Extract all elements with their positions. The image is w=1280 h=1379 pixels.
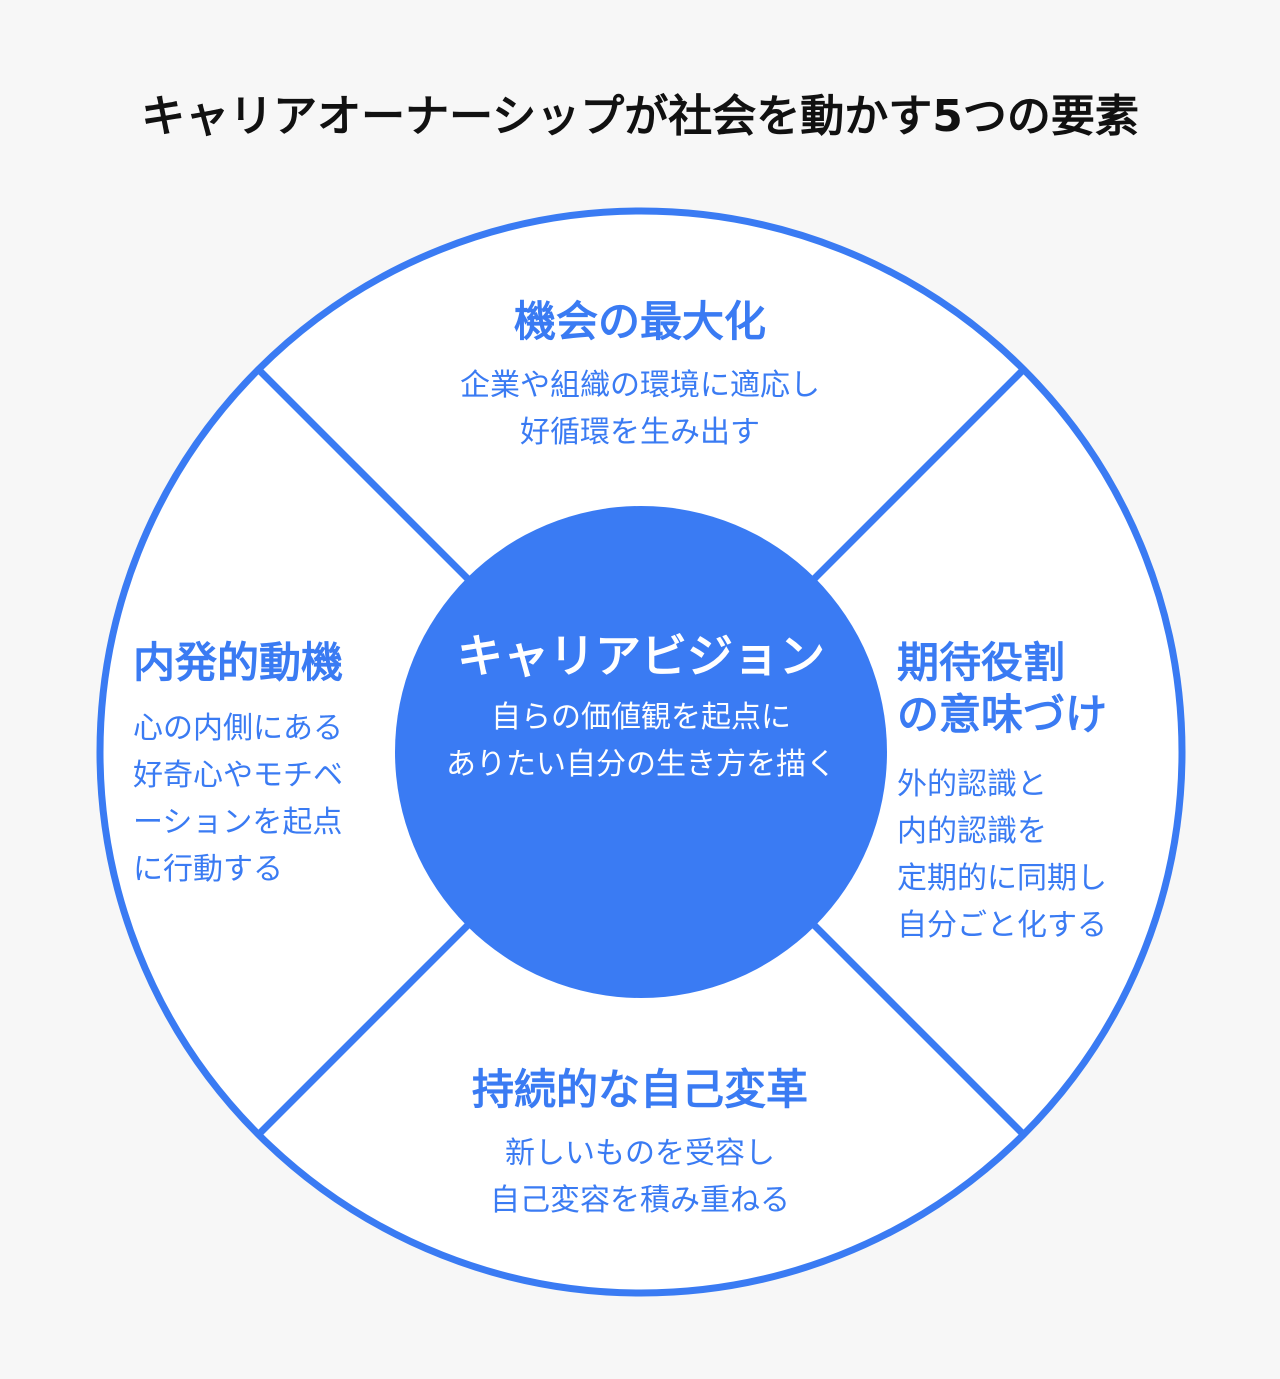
segment-left-line: 心の内側にある [133, 711, 343, 746]
segment-left-line: 好奇心やモチベ [133, 758, 343, 793]
segment-right-line: 定期的に同期し [897, 861, 1107, 896]
segment-bottom-line: 新しいものを受容し [505, 1136, 775, 1171]
segment-left-line: ーションを起点 [133, 805, 343, 840]
segment-right-line: 内的認識を [897, 814, 1047, 849]
diagram-title: キャリアオーナーシップが社会を動かす5つの要素 [141, 91, 1139, 142]
segment-top: 機会の最大化 企業や組織の環境に適応し 好循環を生み出す [340, 296, 940, 456]
segment-top-line: 企業や組織の環境に適応し [460, 368, 820, 403]
center-circle [395, 506, 887, 998]
segment-left: 内発的動機 心の内側にある 好奇心やモチベ ーションを起点 に行動する [133, 637, 393, 893]
center-line: 自らの価値観を起点に [491, 700, 791, 735]
segment-bottom: 持続的な自己変革 新しいものを受容し 自己変容を積み重ねる [340, 1064, 940, 1224]
segment-right: 期待役割 の意味づけ 外的認識と 内的認識を 定期的に同期し 自分ごと化する [897, 637, 1157, 949]
segment-bottom-line: 自己変容を積み重ねる [490, 1183, 790, 1218]
center-line: ありたい自分の生き方を描く [446, 747, 836, 782]
segment-right-heading: 期待役割 [897, 638, 1066, 687]
center-segment: キャリアビジョン 自らの価値観を起点に ありたい自分の生き方を描く [395, 630, 887, 788]
segment-right-line: 外的認識と [897, 767, 1047, 802]
segment-right-line: 自分ごと化する [897, 908, 1107, 943]
segment-bottom-heading: 持続的な自己変革 [471, 1065, 808, 1114]
segment-top-line: 好循環を生み出す [520, 415, 760, 450]
segment-top-heading: 機会の最大化 [513, 297, 766, 346]
segment-left-line: に行動する [133, 852, 283, 887]
center-heading: キャリアビジョン [457, 629, 825, 683]
segment-right-heading: の意味づけ [897, 690, 1108, 739]
segment-left-heading: 内発的動機 [133, 638, 344, 687]
